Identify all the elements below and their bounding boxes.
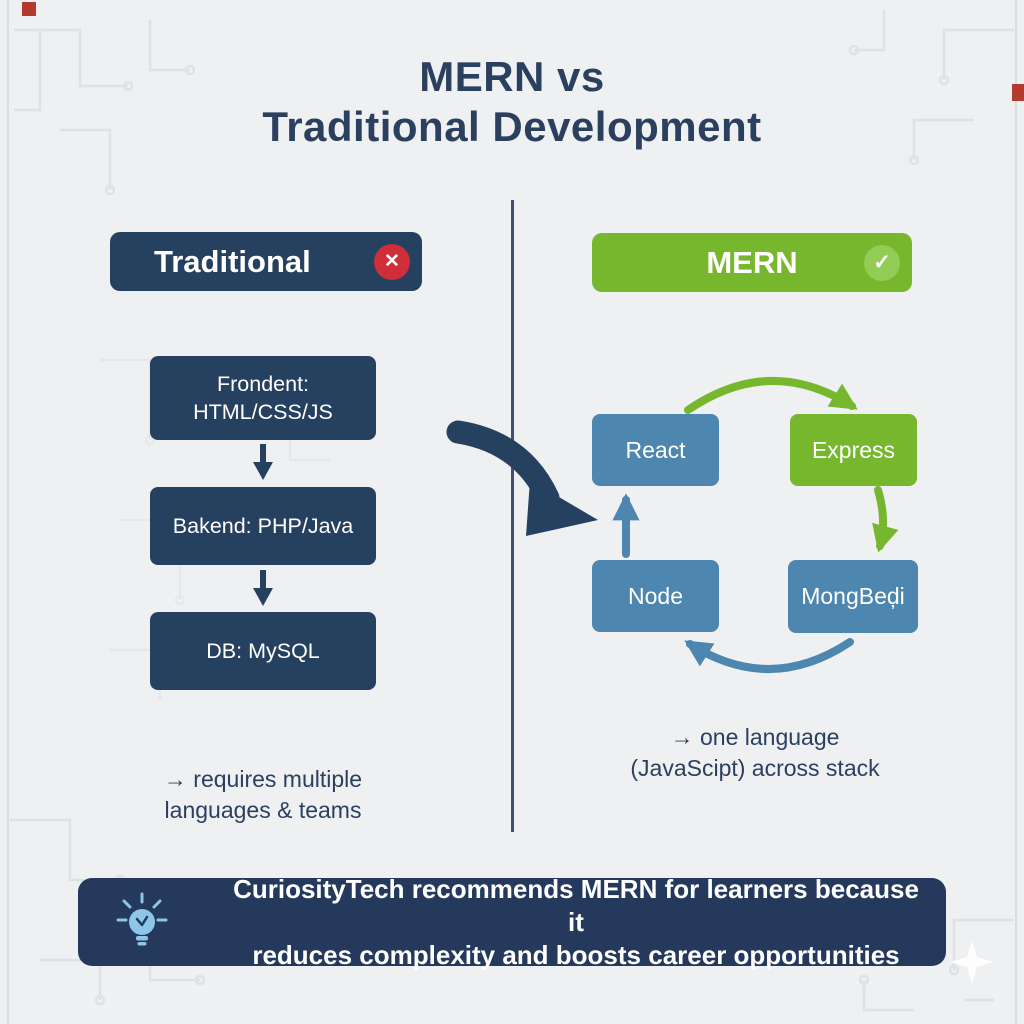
mern-note-line1: → one language <box>670 724 840 750</box>
left-edge-trace <box>7 0 9 1024</box>
down-arrow-icon <box>253 570 273 606</box>
curved-arrow-icon <box>446 420 598 536</box>
arrow-express-to-mongodb <box>872 486 899 553</box>
mern-note: → one language (JavaScipt) across stack <box>570 722 940 784</box>
page-title: MERN vs Traditional Development <box>0 52 1024 152</box>
recommendation-line2: reduces complexity and boosts career opp… <box>252 939 900 970</box>
stack-box-database: DB: MySQL <box>150 612 376 690</box>
node-react: React <box>592 414 719 486</box>
page-title-line1: MERN vs <box>419 53 605 100</box>
mern-header: MERN ✓ <box>592 233 912 292</box>
down-arrow-icon <box>253 444 273 480</box>
x-circle-icon: ✕ <box>374 243 410 280</box>
recommendation-banner: CuriosityTech recommends MERN for learne… <box>78 874 946 970</box>
column-divider <box>511 200 514 832</box>
traditional-note-line2: languages & teams <box>164 797 362 823</box>
circuit-decoration-top-left <box>14 20 196 196</box>
traditional-header: Traditional ✕ <box>110 232 422 291</box>
red-square-accent-top-left <box>22 2 36 16</box>
x-glyph: ✕ <box>384 251 400 272</box>
traditional-note-line1: → requires multiple <box>163 766 363 792</box>
traditional-note: → requires multiple languages & teams <box>80 764 446 826</box>
circuit-decoration-top-right <box>848 10 1014 166</box>
page-title-line2: Traditional Development <box>262 103 762 150</box>
circuit-decoration-bottom-right <box>858 918 1014 1012</box>
recommendation-text: CuriosityTech recommends MERN for learne… <box>228 874 924 970</box>
recommendation-line1: CuriosityTech recommends MERN for learne… <box>233 873 919 937</box>
stack-box-backend: Bakend: PHP/Java <box>150 487 376 565</box>
right-edge-trace <box>1015 0 1017 1024</box>
sparkle-icon <box>950 940 994 984</box>
node-mongodb: MongBeḑi <box>788 560 918 633</box>
mern-header-label: MERN <box>706 244 798 280</box>
check-glyph: ✓ <box>873 251 891 274</box>
stack-box-frontend: Frondent: HTML/CSS/JS <box>150 356 376 440</box>
node-node: Node <box>592 560 719 632</box>
traditional-header-label: Traditional <box>154 243 311 279</box>
lightbulb-icon <box>116 892 168 946</box>
node-express: Express <box>790 414 917 486</box>
red-square-accent-right-edge <box>1012 84 1024 101</box>
check-circle-icon: ✓ <box>864 244 900 281</box>
arc-react-to-express <box>684 377 858 414</box>
arc-mongodb-to-node <box>684 638 854 673</box>
mern-note-line2: (JavaScipt) across stack <box>630 755 880 781</box>
cycle-arrows <box>612 377 899 673</box>
